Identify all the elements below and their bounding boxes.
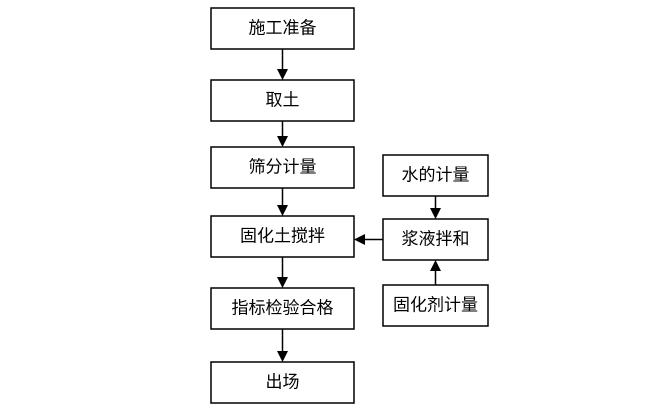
arrow-head <box>354 234 365 245</box>
node-take-soil: 取土 <box>210 79 355 122</box>
node-box <box>210 79 355 122</box>
edge-slurry-to-mix-soil <box>354 234 383 245</box>
node-label: 固化土搅拌 <box>240 227 325 247</box>
arrow-head <box>277 69 288 80</box>
node-box <box>210 361 355 404</box>
edge-prep-to-take-soil <box>277 49 288 80</box>
edge-mix-soil-to-check <box>277 257 288 288</box>
node-label: 出场 <box>266 373 300 393</box>
node-agent: 固化剂计量 <box>382 284 489 327</box>
node-label: 固化剂计量 <box>393 296 478 316</box>
arrow-head <box>430 208 441 219</box>
edge-agent-to-slurry <box>430 260 441 285</box>
node-label: 取土 <box>266 91 300 111</box>
node-box <box>382 154 489 197</box>
edge-take-soil-to-sieve <box>277 121 288 147</box>
node-label: 浆液拌和 <box>402 230 470 250</box>
node-box <box>210 215 355 258</box>
arrow-head <box>430 260 441 271</box>
node-water: 水的计量 <box>382 154 489 197</box>
node-box <box>210 146 355 189</box>
node-box <box>382 284 489 327</box>
node-box <box>210 7 355 50</box>
node-label: 施工准备 <box>249 19 317 39</box>
node-out: 出场 <box>210 361 355 404</box>
node-slurry: 浆液拌和 <box>382 218 489 261</box>
edge-sieve-to-mix-soil <box>277 188 288 216</box>
arrow-head <box>277 277 288 288</box>
node-label: 指标检验合格 <box>232 299 334 319</box>
node-mix-soil: 固化土搅拌 <box>210 215 355 258</box>
edge-water-to-slurry <box>430 196 441 219</box>
node-check: 指标检验合格 <box>210 287 355 330</box>
arrow-head <box>277 205 288 216</box>
node-sieve: 筛分计量 <box>210 146 355 189</box>
node-box <box>382 218 489 261</box>
arrow-head <box>277 351 288 362</box>
node-label: 水的计量 <box>402 166 470 186</box>
node-box <box>210 287 355 330</box>
edge-check-to-out <box>277 329 288 362</box>
node-prep: 施工准备 <box>210 7 355 50</box>
node-label: 筛分计量 <box>249 158 317 178</box>
arrow-head <box>277 136 288 147</box>
